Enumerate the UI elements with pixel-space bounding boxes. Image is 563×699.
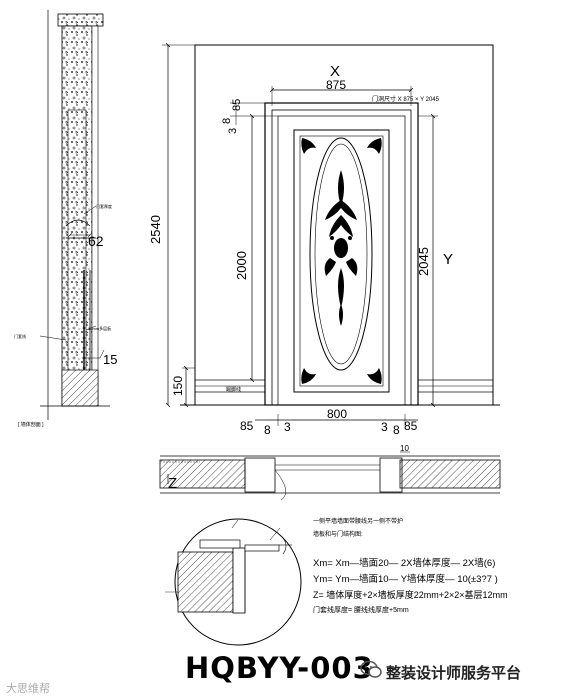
dim-3-left: 3 [284,420,291,434]
dim-8-top: 8 [221,118,233,124]
skirting-label: 踢脚线 [226,386,241,393]
leaf-ornament [324,170,358,326]
note-trim: 门套线 [14,333,26,339]
dim-y-letter: Y [443,251,453,268]
dim-2540: 2540 [148,215,163,244]
formula-line-1: Xm= Xm—墙面20— 2X墙体厚度— 2X墙(6) [313,557,495,569]
wechat-logo-icon [360,660,382,678]
formula-line-4: 门套线厚度= 腰线线厚度+5mm [313,605,409,614]
note-wall-section: [ 墙体剖面 ] [18,421,44,428]
dim-150: 150 [171,376,185,396]
dim-10: 10 [400,444,409,453]
dim-85-left: 85 [240,419,254,433]
corner-ornaments [301,138,382,384]
plan-note-2: 墙板和与门结构图: [313,530,363,538]
wall-section: 62 15 门套厚度 12mm多层板 门套线 [ 墙体剖面 ] [14,10,117,428]
formula-line-2: Ym= Ym—墙面10— Y墙体厚度— 10(±3?7 ) [313,573,498,585]
dim-62: 62 [88,233,104,249]
dim-3-right: 3 [381,420,388,434]
detail-circle [165,518,302,646]
note-plywood: 12mm多层板 [88,325,111,331]
dim-8-right: 8 [393,423,400,437]
dim-15: 15 [103,352,117,367]
dim-x-letter: X [330,63,340,80]
dim-2000: 2000 [234,251,249,280]
formula-notes: 一侧平墙墙面带腰线另一侧不带护 墙板和与门结构图: Xm= Xm—墙面20— 2… [313,517,508,614]
formula-line-3: Z= 墙体厚度+2×墙板厚度22mm+2×2×基层12mm [313,589,508,600]
dim-2045: 2045 [416,247,431,276]
watermark-small: 大思维帮 [6,682,50,695]
plan-section: Z 10 [159,444,501,501]
watermark-platform: 整装设计师服务平台 [386,664,522,682]
door-elevation: 踢脚线 [148,45,500,437]
dim-z-letter: Z [168,475,177,492]
dim-85-top: 85 [231,99,243,111]
dim-8-left: 8 [264,423,271,437]
note-door-frame: 门套厚度 [96,203,112,209]
dim-800: 800 [327,407,347,421]
dim-3-top: 3 [227,128,239,134]
plan-note-1: 一侧平墙墙面带腰线另一侧不带护 [313,517,403,525]
dim-875: 875 [326,78,346,92]
drawing-code: HQBYY-003 [185,651,374,685]
dim-85-right: 85 [404,419,418,433]
door-size-note: 门洞尺寸 X 875 × Y 2045 [372,95,440,103]
